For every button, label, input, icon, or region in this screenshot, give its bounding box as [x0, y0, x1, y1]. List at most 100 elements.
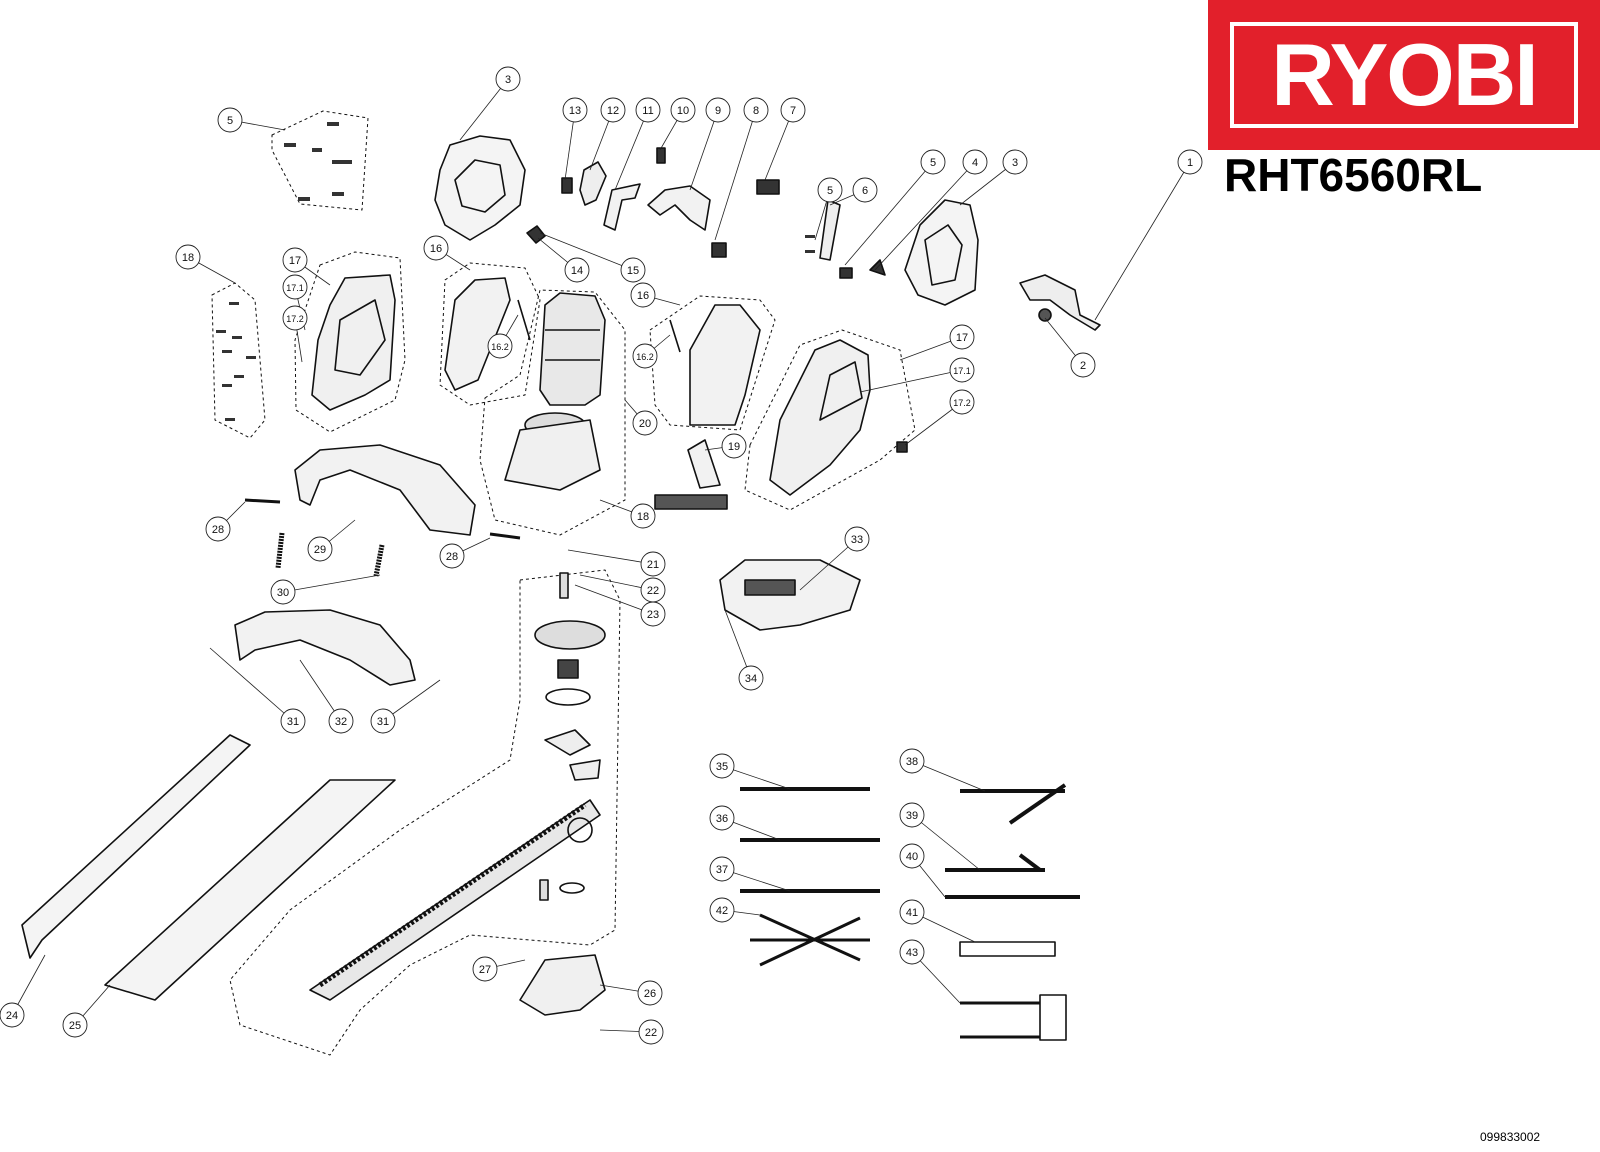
callout-label: 20: [639, 418, 651, 430]
callout-label: 3: [1012, 157, 1018, 169]
callout-circle: [280, 708, 306, 734]
logo-text: RYOBI: [1271, 25, 1538, 124]
callout-16.2a: 16.2: [487, 333, 513, 359]
callout-circle: [635, 97, 661, 123]
callout-16a: 16: [423, 235, 449, 261]
callout-circle: [423, 235, 449, 261]
callout-circle: [439, 543, 465, 569]
callout-10: 10: [670, 97, 696, 123]
callout-circle: [1177, 149, 1203, 175]
callout-leader-5b: [844, 161, 934, 266]
callout-label: 19: [728, 441, 740, 453]
callout-8: 8: [743, 97, 769, 123]
callout-leader-4: [874, 161, 976, 271]
callout-label: 16.2: [636, 352, 654, 362]
callout-circle: [844, 526, 870, 552]
callout-label: 30: [277, 587, 289, 599]
callout-label: 14: [571, 265, 583, 277]
callout-14: 14: [564, 257, 590, 283]
callout-25: 25: [62, 1012, 88, 1038]
callout-label: 28: [446, 551, 458, 563]
callout-30: 30: [270, 579, 296, 605]
logo-frame: RYOBI: [1230, 22, 1578, 128]
callout-label: 37: [716, 864, 728, 876]
callout-circle: [1002, 149, 1028, 175]
callout-circle: [640, 551, 666, 577]
callout-20: 20: [632, 410, 658, 436]
callout-circle: [328, 708, 354, 734]
callout-label: 42: [716, 905, 728, 917]
callout-17.1a: 17.1: [282, 274, 308, 300]
callout-label: 34: [745, 673, 757, 685]
callout-label: 9: [715, 105, 721, 117]
callout-circle: [709, 897, 735, 923]
callout-21: 21: [640, 551, 666, 577]
model-number: RHT6560RL: [1224, 149, 1483, 201]
callout-label: 16: [637, 290, 649, 302]
callout-leader-1: [1094, 161, 1191, 321]
callout-label: 6: [862, 185, 868, 197]
callout-label: 13: [569, 105, 581, 117]
callout-circle: [564, 257, 590, 283]
callout-label: 17: [956, 332, 968, 344]
callout-leader-31a: [209, 647, 294, 722]
callout-circle: [705, 97, 731, 123]
callout-circle: [638, 1019, 664, 1045]
callout-17.2a: 17.2: [282, 305, 308, 331]
callout-label: 24: [6, 1010, 18, 1022]
callout-28a: 28: [205, 516, 231, 542]
callout-label: 18: [637, 511, 649, 523]
callout-circle: [205, 516, 231, 542]
callout-1: 1: [1177, 149, 1203, 175]
callout-circle: [495, 66, 521, 92]
callout-circle: [307, 536, 333, 562]
callout-28b: 28: [439, 543, 465, 569]
callout-circle: [709, 805, 735, 831]
callout-circle: [899, 748, 925, 774]
callout-41: 41: [899, 899, 925, 925]
callout-circle: [899, 802, 925, 828]
callout-33: 33: [844, 526, 870, 552]
callout-label: 5: [930, 157, 936, 169]
callout-2: 2: [1070, 352, 1096, 378]
callout-label: 8: [753, 105, 759, 117]
callout-5b: 5: [920, 149, 946, 175]
callout-label: 16.2: [491, 342, 509, 352]
callout-leader-21: [567, 549, 654, 565]
callout-34: 34: [738, 665, 764, 691]
callout-label: 4: [972, 157, 978, 169]
callout-circle: [780, 97, 806, 123]
callout-leader-8: [714, 109, 757, 241]
callout-label: 17.2: [286, 314, 304, 324]
callout-17.1b: 17.1: [949, 357, 975, 383]
callout-17.2b: 17.2: [949, 389, 975, 415]
callout-7: 7: [780, 97, 806, 123]
callout-label: 7: [790, 105, 796, 117]
callout-11: 11: [635, 97, 661, 123]
callout-circle: [630, 503, 656, 529]
callout-circle: [743, 97, 769, 123]
callout-label: 36: [716, 813, 728, 825]
callout-42: 42: [709, 897, 735, 923]
callout-label: 31: [377, 716, 389, 728]
callout-circle: [637, 980, 663, 1006]
callout-circle: [282, 274, 308, 300]
callout-circle: [562, 97, 588, 123]
callout-9: 9: [705, 97, 731, 123]
callout-13: 13: [562, 97, 588, 123]
callout-circle: [1070, 352, 1096, 378]
callout-label: 26: [644, 988, 656, 1000]
callout-label: 22: [645, 1027, 657, 1039]
callout-label: 5: [227, 115, 233, 127]
callout-label: 3: [505, 74, 511, 86]
callout-circle: [852, 177, 878, 203]
callout-circle: [472, 956, 498, 982]
callout-leader-39: [911, 814, 981, 871]
callout-label: 39: [906, 810, 918, 822]
callout-23: 23: [640, 601, 666, 627]
callout-circle: [630, 282, 656, 308]
callout-label: 32: [335, 716, 347, 728]
callout-circle: [62, 1012, 88, 1038]
callout-circle: [920, 149, 946, 175]
callout-label: 16: [430, 243, 442, 255]
